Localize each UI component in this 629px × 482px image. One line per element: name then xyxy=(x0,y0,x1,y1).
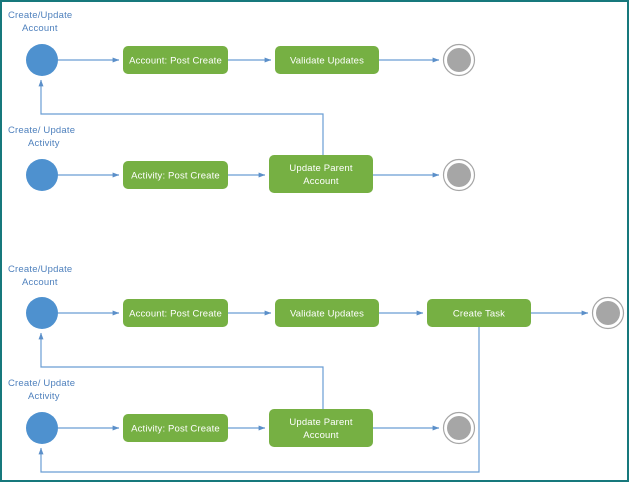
step-validate-updates-bottom[interactable]: Validate Updates xyxy=(275,299,379,327)
step-create-task-bottom-box[interactable] xyxy=(427,299,531,327)
diagram-top: Create/Update Account Account: Post Crea… xyxy=(8,10,476,193)
lane-top-account-label-line1: Create/Update xyxy=(8,10,72,21)
step-update-parent-account-bottom[interactable]: Update Parent Account xyxy=(269,409,373,447)
step-account-post-create-top[interactable]: Account: Post Create xyxy=(123,46,228,74)
step-validate-updates-bottom-box[interactable] xyxy=(275,299,379,327)
step-account-post-create-bottom-label: Account: Post Create xyxy=(129,309,222,320)
lane-bottom-account: Create/Update Account Account: Post Crea… xyxy=(8,264,625,330)
step-update-parent-account-top-label-line1: Update Parent xyxy=(289,163,352,174)
step-update-parent-account-bottom-label-line1: Update Parent xyxy=(289,417,352,428)
lane-top-activity-label-line2: Activity xyxy=(28,138,60,149)
lane-bottom-activity-label-line2: Activity xyxy=(28,391,60,402)
end-top-activity-core xyxy=(447,163,471,187)
end-bottom-activity[interactable] xyxy=(442,411,476,445)
step-activity-post-create-bottom-box[interactable] xyxy=(123,414,228,442)
step-validate-updates-top-box[interactable] xyxy=(275,46,379,74)
start-bottom-account[interactable] xyxy=(26,297,58,329)
step-update-parent-account-bottom-box[interactable] xyxy=(269,409,373,447)
lane-top-account-label-line2: Account xyxy=(22,23,58,34)
start-top-activity[interactable] xyxy=(26,159,58,191)
step-account-post-create-top-label: Account: Post Create xyxy=(129,56,222,67)
lane-top-activity-label-line1: Create/ Update xyxy=(8,125,75,136)
end-bottom-account[interactable] xyxy=(591,296,625,330)
lane-bottom-account-label-line2: Account xyxy=(22,277,58,288)
diagram-bottom: Create/Update Account Account: Post Crea… xyxy=(8,264,625,473)
step-activity-post-create-top-box[interactable] xyxy=(123,161,228,189)
step-update-parent-account-top-box[interactable] xyxy=(269,155,373,193)
end-top-account[interactable] xyxy=(442,43,476,77)
start-bottom-activity[interactable] xyxy=(26,412,58,444)
step-create-task-bottom[interactable]: Create Task xyxy=(427,299,531,327)
step-account-post-create-top-box[interactable] xyxy=(123,46,228,74)
end-bottom-activity-core xyxy=(447,416,471,440)
step-account-post-create-bottom-box[interactable] xyxy=(123,299,228,327)
step-create-task-bottom-label: Create Task xyxy=(453,309,505,320)
step-activity-post-create-top-label: Activity: Post Create xyxy=(131,171,220,182)
step-activity-post-create-bottom-label: Activity: Post Create xyxy=(131,424,220,435)
start-top-account[interactable] xyxy=(26,44,58,76)
loop-bottom-update-parent-to-account-start xyxy=(38,332,324,409)
loop-bottom-create-task-to-activity-start xyxy=(38,327,480,473)
end-bottom-account-core xyxy=(596,301,620,325)
step-update-parent-account-top-label-line2: Account xyxy=(303,176,339,187)
step-validate-updates-top[interactable]: Validate Updates xyxy=(275,46,379,74)
step-account-post-create-bottom[interactable]: Account: Post Create xyxy=(123,299,228,327)
loop-top-update-parent-to-account-start xyxy=(38,79,324,155)
lane-bottom-account-label-line1: Create/Update xyxy=(8,264,72,275)
end-top-account-core xyxy=(447,48,471,72)
lane-bottom-activity-label-line1: Create/ Update xyxy=(8,378,75,389)
step-validate-updates-bottom-label: Validate Updates xyxy=(290,309,364,320)
step-activity-post-create-top[interactable]: Activity: Post Create xyxy=(123,161,228,189)
step-validate-updates-top-label: Validate Updates xyxy=(290,56,364,67)
lane-top-account: Create/Update Account Account: Post Crea… xyxy=(8,10,476,77)
lane-top-activity: Create/ Update Activity Activity: Post C… xyxy=(8,125,476,193)
step-update-parent-account-bottom-label-line2: Account xyxy=(303,430,339,441)
lane-bottom-activity: Create/ Update Activity Activity: Post C… xyxy=(8,378,476,447)
step-update-parent-account-top[interactable]: Update Parent Account xyxy=(269,155,373,193)
step-activity-post-create-bottom[interactable]: Activity: Post Create xyxy=(123,414,228,442)
end-top-activity[interactable] xyxy=(442,158,476,192)
